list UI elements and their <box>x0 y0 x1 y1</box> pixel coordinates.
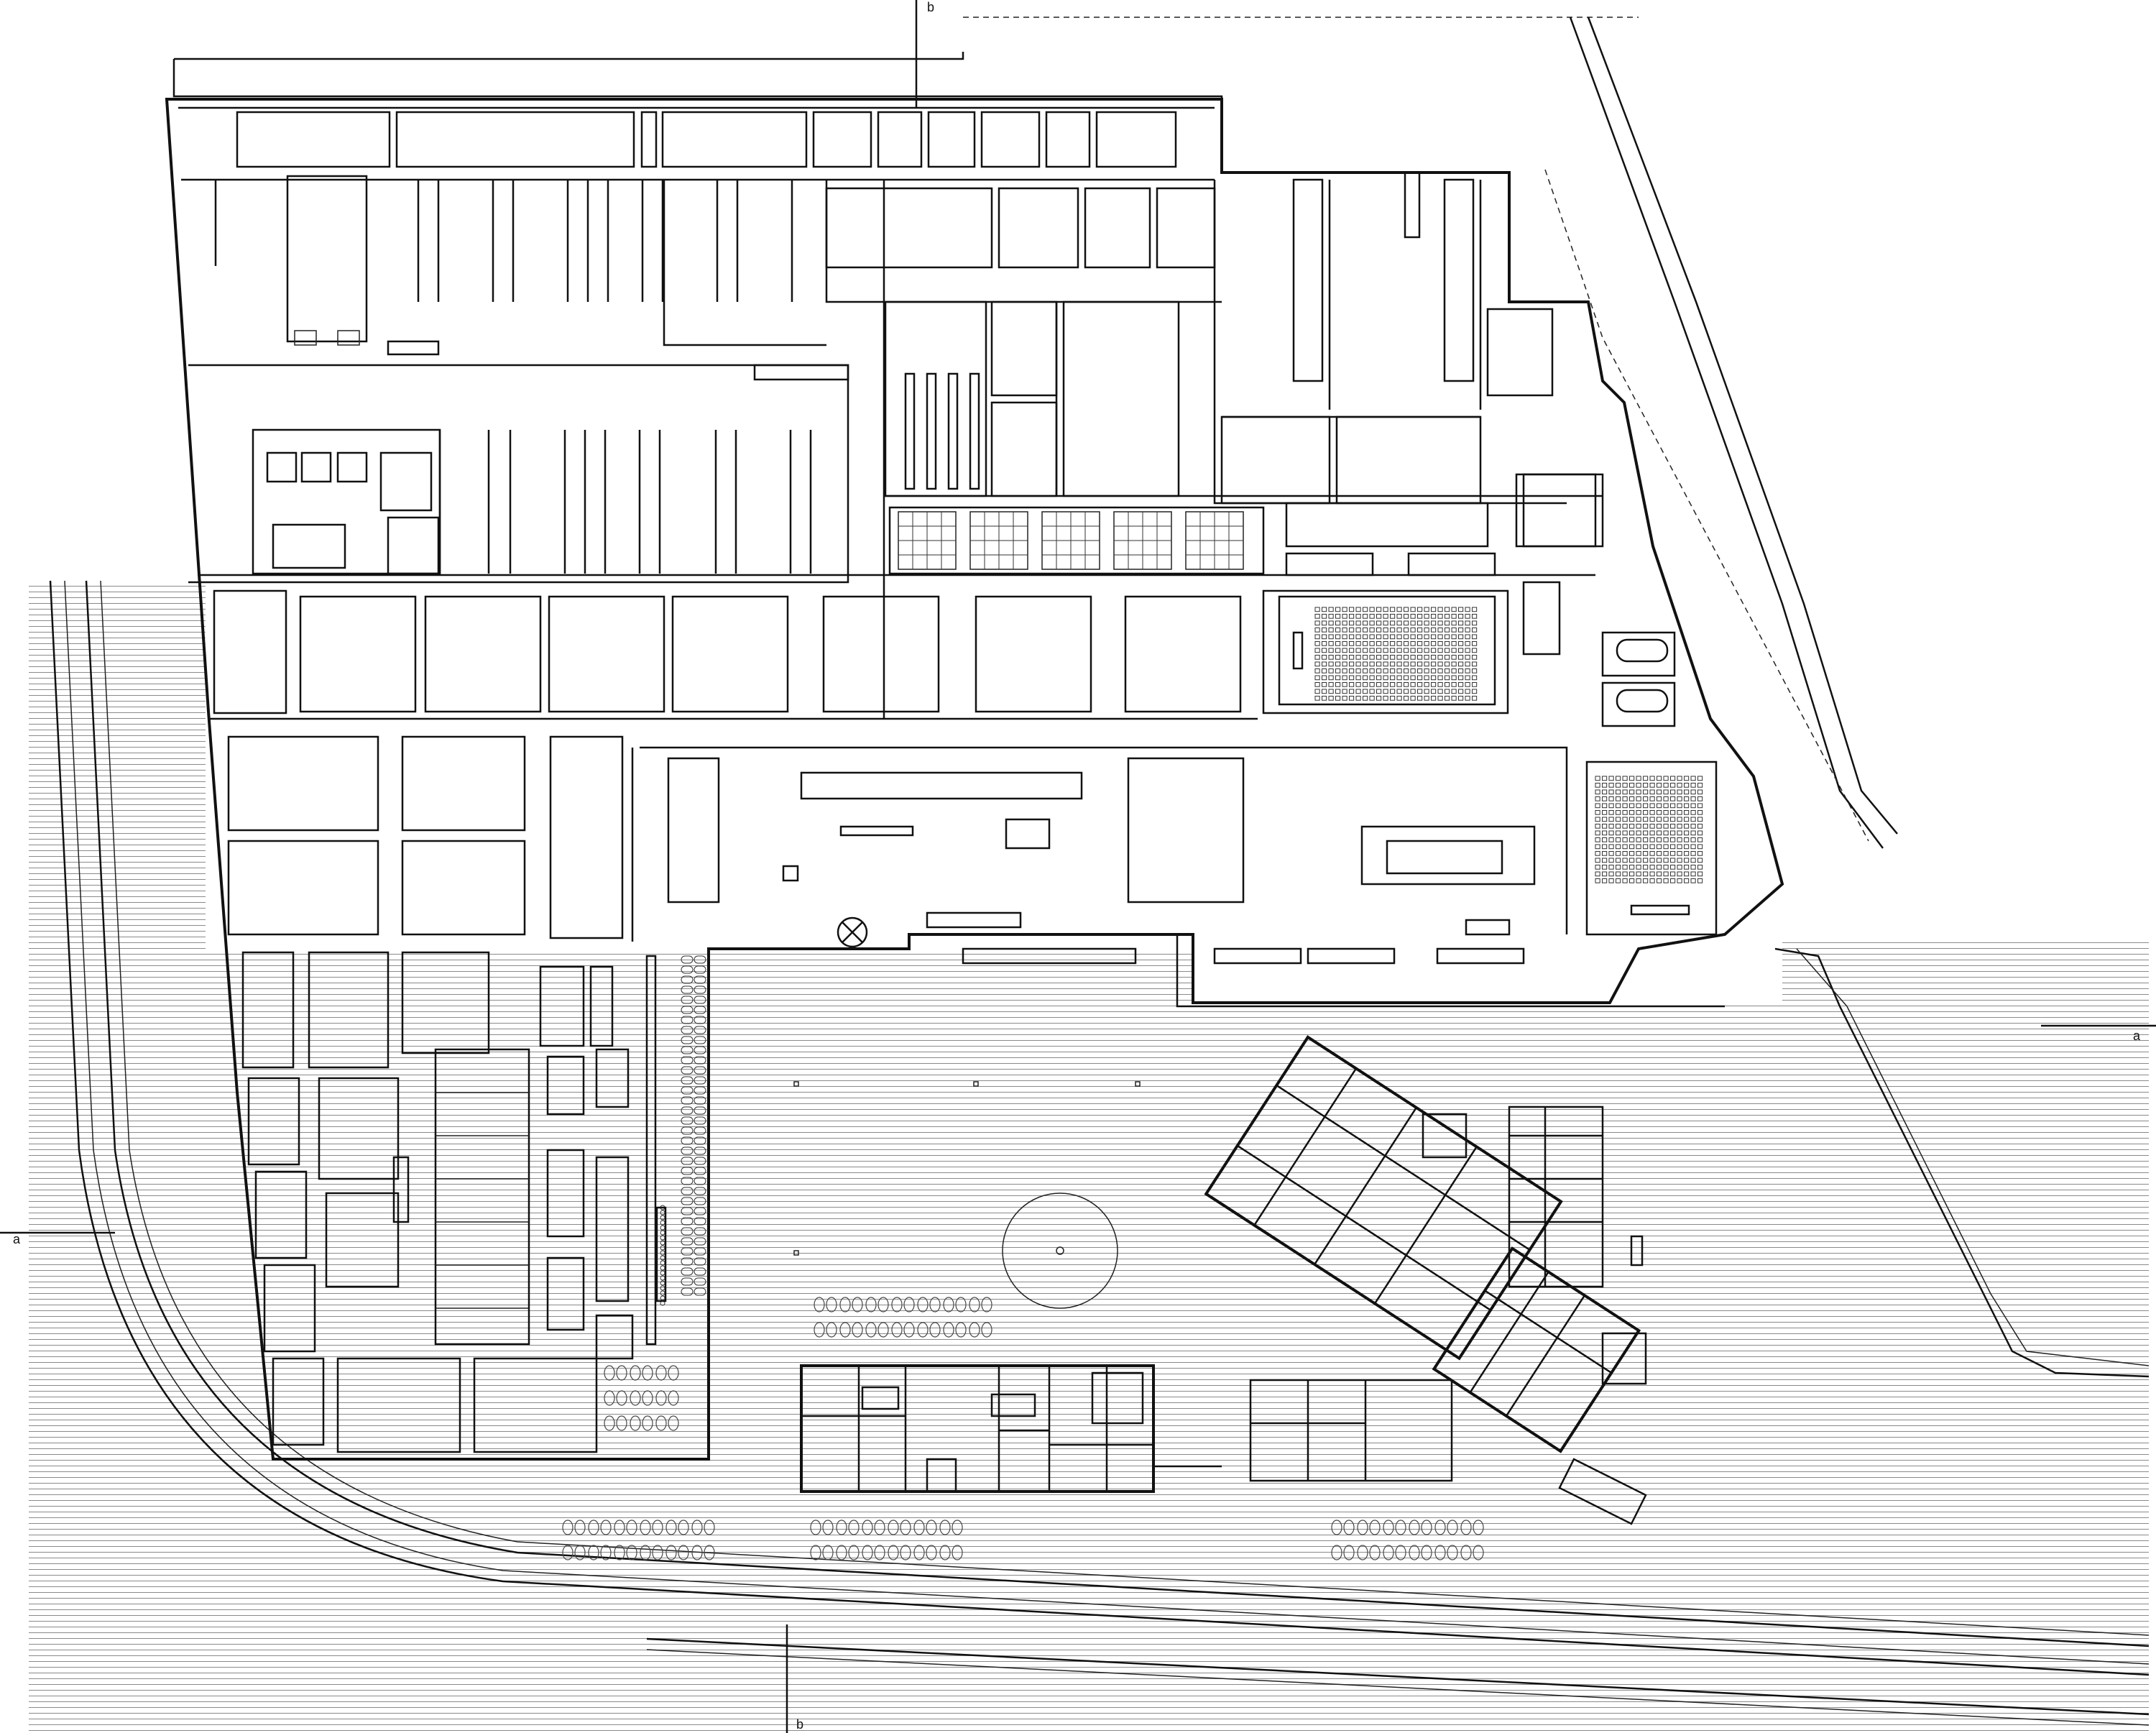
meeting-tables <box>1616 638 1669 713</box>
gallery-row-1 <box>213 581 1676 727</box>
south-building <box>800 1364 1222 1493</box>
ground-paving <box>29 581 2149 1733</box>
grid-rooms <box>888 473 1597 576</box>
storage-bays-middle <box>252 428 812 575</box>
gallery-lower-grid <box>227 735 634 1453</box>
north-service-strip <box>172 17 1898 849</box>
storage-bays-upper <box>214 175 849 381</box>
corridor-furniture <box>645 955 706 1346</box>
auditorium-lower <box>1585 760 1718 936</box>
auditorium-upper <box>1278 595 1496 706</box>
rotated-pavilion <box>1204 1035 1647 1525</box>
technical-block <box>884 171 1604 548</box>
plaza <box>562 1081 1484 1560</box>
stepped-embankment <box>1774 947 2150 1378</box>
section-mark-a-right: a <box>2133 1029 2141 1043</box>
section-mark-b-top: b <box>927 0 934 14</box>
railway-tracks <box>49 580 2150 1726</box>
main-hall <box>667 757 1725 1008</box>
section-mark-b-bottom: b <box>796 1717 803 1732</box>
section-mark-a-left: a <box>13 1232 21 1246</box>
north-rooms <box>236 111 1216 269</box>
